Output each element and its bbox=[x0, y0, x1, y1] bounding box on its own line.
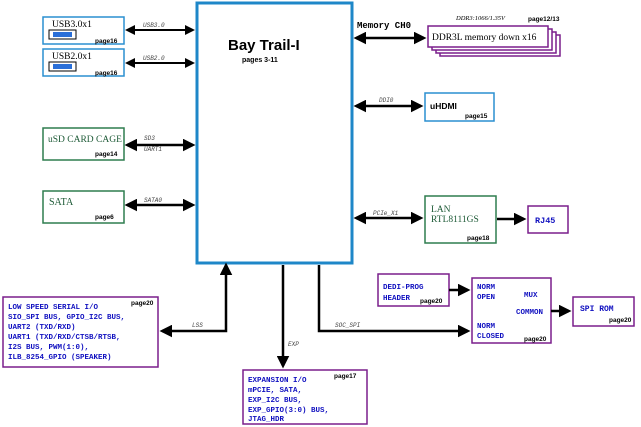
uhdmi-bus-label: DDI0 bbox=[379, 97, 394, 104]
lan-page: page18 bbox=[467, 235, 490, 242]
lan-line2: RTL8111GS bbox=[431, 215, 479, 225]
memory-page: page12/13 bbox=[528, 16, 560, 23]
exp-page: page17 bbox=[334, 373, 357, 380]
memory-stack[interactable]: DDR3L memory down x16 bbox=[427, 25, 561, 57]
usd-bus-label-1: SD3 bbox=[144, 135, 155, 142]
sata-page: page6 bbox=[95, 214, 114, 221]
soc-pages: pages 3-11 bbox=[242, 57, 278, 64]
mux-label: MUX bbox=[524, 292, 538, 300]
dediprog-line2: HEADER bbox=[383, 295, 411, 303]
memory-channel-label: Memory CH0 bbox=[357, 21, 411, 31]
usd-block[interactable]: uSD CARD CAGE page14 bbox=[42, 127, 125, 161]
lss-line: I2S BUS, PWM(1:0), bbox=[8, 344, 89, 352]
usb3-label: USB3.0x1 bbox=[52, 20, 92, 30]
lss-line: SIO_SPI BUS, GPIO_I2C BUS, bbox=[8, 314, 125, 322]
spirom-block[interactable]: SPI ROM page20 bbox=[572, 296, 635, 327]
usb3-bus-label: USB3.0 bbox=[143, 22, 165, 29]
mux-block[interactable]: NORM OPEN MUX COMMON NORM CLOSED page20 bbox=[471, 277, 552, 344]
lan-line1: LAN bbox=[431, 205, 451, 215]
usb2-block[interactable]: USB2.0x1 page16 bbox=[42, 48, 125, 77]
exp-line: EXP_I2C BUS, bbox=[248, 397, 302, 405]
uhdmi-page: page15 bbox=[465, 113, 488, 120]
spirom-page: page20 bbox=[609, 317, 632, 324]
mux-page: page20 bbox=[524, 336, 547, 343]
lan-block[interactable]: LAN RTL8111GS page18 bbox=[424, 195, 497, 244]
lss-block[interactable]: LOW SPEED SERIAL I/O SIO_SPI BUS, GPIO_I… bbox=[2, 296, 159, 368]
lss-bus-arrow bbox=[159, 262, 233, 338]
lan-bus-label: PCIe_X1 bbox=[373, 210, 399, 217]
lss-line: UART1 (TXD/RXD/CTSB/RTSB, bbox=[8, 334, 121, 342]
usb2-page: page16 bbox=[95, 70, 118, 77]
sata-block[interactable]: SATA page6 bbox=[42, 190, 125, 224]
exp-line: mPCIE, SATA, bbox=[248, 387, 302, 395]
usd-bus-label-2: UART1 bbox=[144, 146, 162, 153]
exp-bus-label: EXP bbox=[288, 341, 299, 348]
usd-page: page14 bbox=[95, 151, 118, 158]
rj45-block[interactable]: RJ45 bbox=[527, 205, 569, 234]
dediprog-page: page20 bbox=[420, 298, 443, 305]
exp-line: EXPANSION I/O bbox=[248, 377, 307, 385]
mux-norm-open-1: NORM bbox=[477, 284, 496, 292]
lss-bus-label: LSS bbox=[192, 322, 203, 329]
soc-spi-bus-label: SOC_SPI bbox=[335, 322, 361, 329]
usb-port-icon bbox=[48, 29, 77, 40]
exp-line: EXP_GPIO(3:0) BUS, bbox=[248, 407, 329, 415]
lss-line: UART2 (TXD/RXD) bbox=[8, 324, 76, 332]
sata-bus-label: SATA0 bbox=[144, 197, 162, 204]
dediprog-line1: DEDI-PROG bbox=[383, 284, 424, 292]
usb-port-icon bbox=[48, 61, 77, 72]
memory-spec: DDR3:1066/1.35V bbox=[455, 15, 506, 22]
lss-line: ILB_8254_GPIO (SPEAKER) bbox=[8, 354, 112, 362]
spirom-label: SPI ROM bbox=[580, 305, 614, 314]
uhdmi-label: uHDMI bbox=[430, 101, 457, 111]
lss-line: LOW SPEED SERIAL I/O bbox=[8, 304, 99, 312]
mux-norm-open-2: OPEN bbox=[477, 294, 495, 302]
dediprog-block[interactable]: DEDI-PROG HEADER page20 bbox=[377, 273, 450, 307]
rj45-label: RJ45 bbox=[535, 216, 555, 226]
soc-title: Bay Trail-I bbox=[228, 37, 300, 54]
usb3-page: page16 bbox=[95, 38, 118, 45]
usb3-block[interactable]: USB3.0x1 page16 bbox=[42, 16, 125, 45]
exp-block[interactable]: EXPANSION I/O mPCIE, SATA, EXP_I2C BUS, … bbox=[242, 369, 368, 425]
lss-page: page20 bbox=[131, 300, 154, 307]
uhdmi-block[interactable]: uHDMI page15 bbox=[424, 92, 495, 122]
soc-spi-bus-arrow bbox=[317, 265, 471, 338]
exp-line: JTAG_HDR bbox=[248, 416, 285, 424]
usd-label: uSD CARD CAGE bbox=[48, 135, 122, 145]
mux-norm-closed-2: CLOSED bbox=[477, 333, 505, 341]
soc-block[interactable]: Bay Trail-I pages 3-11 bbox=[195, 1, 354, 265]
usb2-bus-label: USB2.0 bbox=[143, 55, 165, 62]
mux-common: COMMON bbox=[516, 309, 543, 317]
memory-label: DDR3L memory down x16 bbox=[432, 33, 537, 43]
usb2-label: USB2.0x1 bbox=[52, 52, 92, 62]
mux-norm-closed-1: NORM bbox=[477, 323, 496, 331]
sata-label: SATA bbox=[49, 197, 74, 208]
